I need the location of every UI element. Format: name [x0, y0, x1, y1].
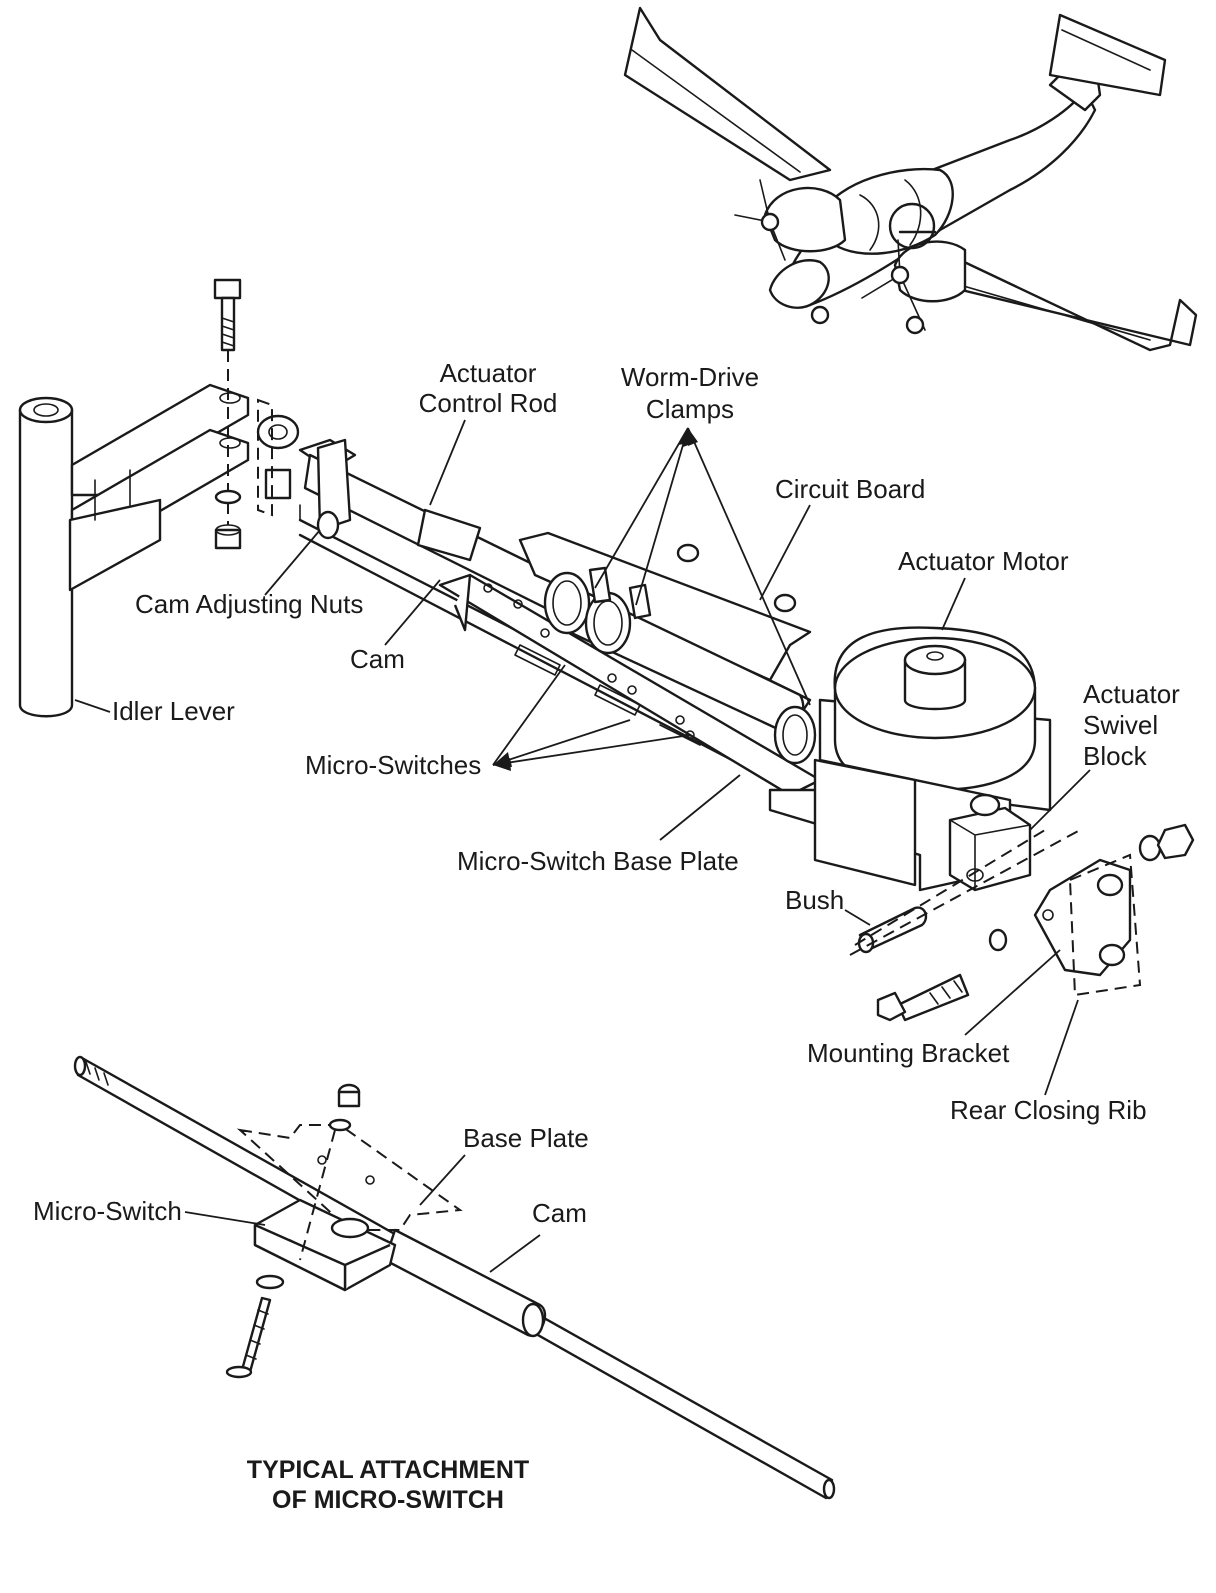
label-actuator-swivel-block-line3: Block [1083, 741, 1148, 771]
label-base-plate: Base Plate [463, 1123, 589, 1153]
label-micro-switch: Micro-Switch [33, 1196, 182, 1226]
label-actuator-control-rod-line2: Control Rod [419, 388, 558, 418]
aircraft-illustration [623, 6, 1198, 352]
label-actuator-swivel-block-line2: Swivel [1083, 710, 1158, 740]
label-worm-drive-clamps-line2: Clamps [646, 394, 734, 424]
mounting-bracket-part [1033, 853, 1142, 997]
idler-lever-part [18, 383, 250, 718]
label-micro-switch-base-plate: Micro-Switch Base Plate [457, 846, 739, 876]
label-actuator-swivel-block-line1: Actuator [1083, 679, 1180, 709]
label-idler-lever: Idler Lever [112, 696, 235, 726]
label-worm-drive-clamps-line1: Worm-Drive [621, 362, 759, 392]
caption: TYPICAL ATTACHMENT OF MICRO-SWITCH [247, 1456, 529, 1514]
lower-fasteners-part [225, 1083, 361, 1379]
label-circuit-board: Circuit Board [775, 474, 925, 504]
actuator-swivel-block-part [948, 793, 1032, 892]
lower-cam-rod-part [73, 1055, 836, 1500]
rear-hardware-part [876, 823, 1195, 1022]
label-actuator-motor: Actuator Motor [898, 546, 1069, 576]
label-cam-adjusting-nuts: Cam Adjusting Nuts [135, 589, 363, 619]
label-rear-closing-rib: Rear Closing Rib [950, 1095, 1147, 1125]
caption-line1: TYPICAL ATTACHMENT [247, 1456, 529, 1484]
label-cam-lower: Cam [532, 1198, 587, 1228]
label-actuator-control-rod-line1: Actuator [440, 358, 537, 388]
actuator-motor-part [818, 626, 1052, 812]
label-mounting-bracket: Mounting Bracket [807, 1038, 1010, 1068]
attach-bolt-stack [213, 278, 242, 550]
caption-line2: OF MICRO-SWITCH [272, 1486, 504, 1514]
callout-labels: Actuator Control Rod Worm-Drive Clamps C… [33, 358, 1180, 1228]
lower-base-plate-part [236, 1124, 463, 1231]
worm-drive-clamps-part [543, 566, 817, 765]
leader-lines [74, 419, 1091, 1273]
lower-micro-switch-part [253, 1198, 397, 1292]
label-bush: Bush [785, 885, 844, 915]
label-micro-switches: Micro-Switches [305, 750, 481, 780]
bush-part [849, 829, 1081, 956]
rod-end-part [256, 398, 300, 517]
label-cam-upper: Cam [350, 644, 405, 674]
